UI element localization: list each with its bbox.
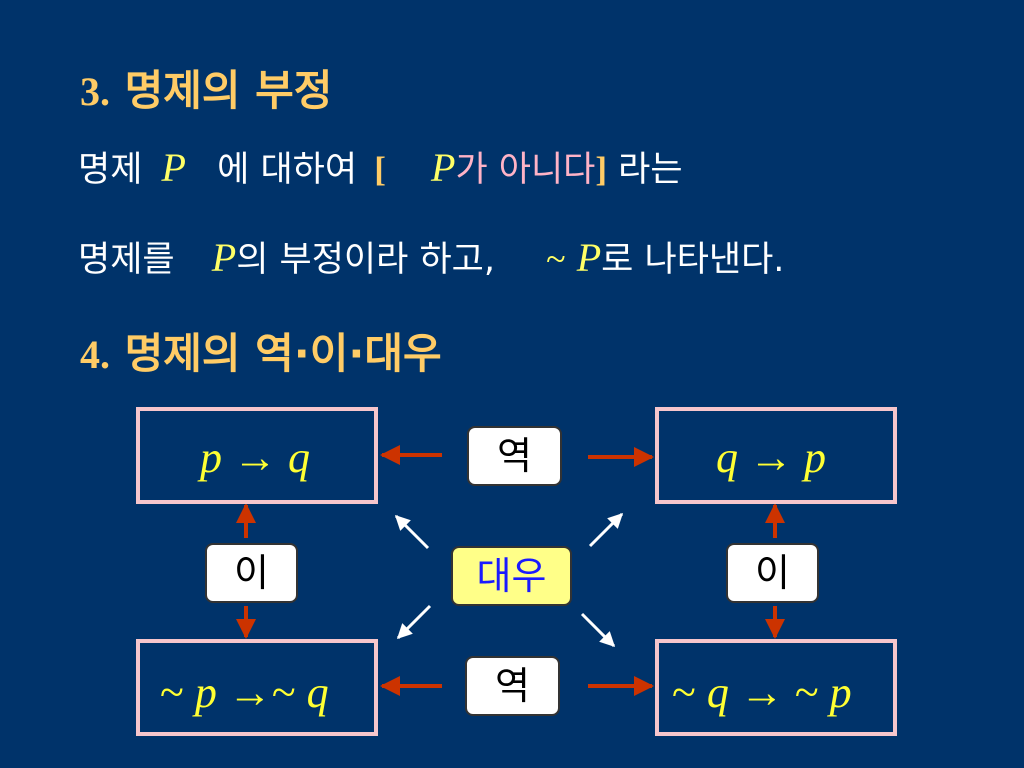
- box-original: [136, 407, 378, 504]
- expr-original: p → q: [200, 433, 310, 482]
- heading-number-4: 4.: [80, 332, 110, 377]
- heading-text: 명제의 부정: [124, 66, 333, 115]
- expr-inverse: ~ p →~ q: [160, 668, 329, 717]
- heading-text-4: 명제의 역·이·대우: [124, 329, 442, 378]
- text-proposition-obj: 명제를: [78, 240, 175, 280]
- expr-contrapositive: ~ q → ~ p: [672, 668, 852, 717]
- text-proposition: 명제: [78, 150, 143, 190]
- math-tilde: ~: [546, 239, 566, 279]
- label-converse-top: 역: [467, 426, 562, 486]
- arrow-contra-top-left: [394, 514, 430, 550]
- heading-number: 3.: [80, 69, 110, 114]
- math-p-4: P: [576, 235, 602, 280]
- text-called: 라는: [618, 150, 683, 190]
- label-converse-bottom: 역: [465, 656, 560, 716]
- math-p: P: [161, 145, 186, 190]
- label-contrapositive: 대우: [451, 546, 572, 606]
- arrow-contra-bottom-right: [580, 612, 616, 648]
- heading-negation: 3. 명제의 부정: [80, 70, 332, 112]
- bracket-close: ]: [595, 150, 608, 189]
- bracket-open: [: [374, 150, 386, 189]
- heading-converse-inverse: 4. 명제의 역·이·대우: [80, 333, 442, 375]
- box-converse: [655, 407, 897, 504]
- text-is-not: 가 아니다: [455, 150, 596, 190]
- negation-line-1: 명제 P 에 대하여 [ P가 아니다] 라는: [78, 148, 683, 188]
- box-inverse: [136, 639, 378, 736]
- arrow-contra-bottom-left: [396, 604, 432, 640]
- text-denoted: 로 나타낸다.: [601, 240, 785, 280]
- box-contrapositive: [655, 639, 897, 736]
- negation-line-2: 명제를 P의 부정이라 하고, ~ P로 나타낸다.: [78, 238, 784, 278]
- math-p-3: P: [211, 235, 237, 280]
- math-p-2: P: [431, 145, 456, 190]
- arrow-contra-top-right: [588, 512, 624, 548]
- expr-converse: q → p: [716, 433, 826, 482]
- text-negation-def: 의 부정이라 하고,: [236, 240, 495, 280]
- label-inverse-right: 이: [726, 543, 819, 603]
- text-for: 에 대하여: [217, 150, 358, 190]
- label-inverse-left: 이: [205, 543, 298, 603]
